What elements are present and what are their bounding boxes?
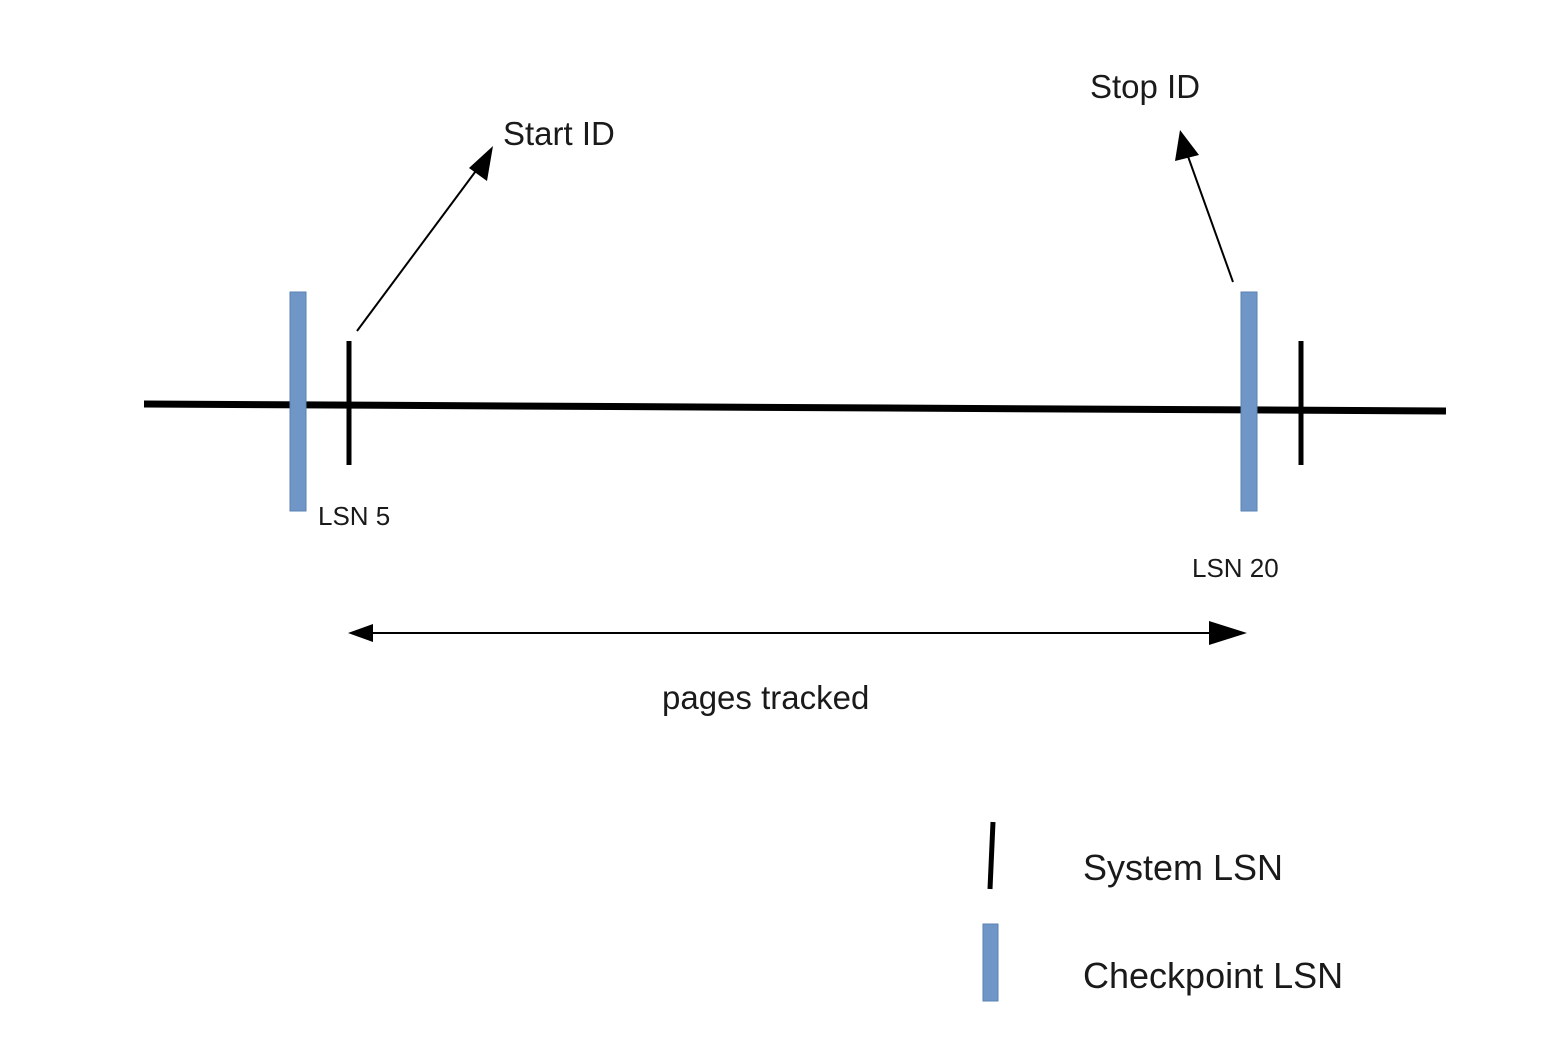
stop-id-label: Stop ID [1090, 68, 1201, 105]
stop-id-arrow [1184, 147, 1234, 283]
stop-id-arrowhead [1175, 130, 1199, 161]
lsn-stop-label: LSN 20 [1192, 553, 1279, 583]
start-id-arrow [356, 159, 485, 332]
checkpoint-marker-start [289, 291, 307, 512]
pages-tracked-arrowhead-right [1209, 621, 1247, 645]
start-id-arrowhead [469, 146, 493, 181]
legend-system-label: System LSN [1083, 847, 1284, 888]
checkpoint-marker-stop [1240, 291, 1258, 512]
start-id-label: Start ID [503, 115, 615, 152]
legend-system-symbol [987, 821, 996, 890]
pages-tracked-label: pages tracked [662, 679, 870, 716]
legend-checkpoint-label: Checkpoint LSN [1083, 955, 1344, 996]
pages-tracked-arrowhead-left [348, 624, 373, 642]
lsn-start-label: LSN 5 [318, 501, 391, 531]
legend-checkpoint-symbol [982, 923, 999, 1002]
timeline-axis [143, 400, 1447, 415]
